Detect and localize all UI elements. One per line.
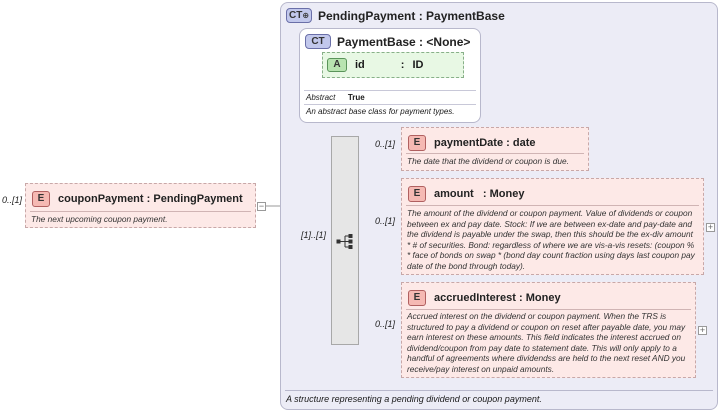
element-name: couponPayment : PendingPayment [58, 193, 243, 205]
attribute-type: ID [412, 59, 424, 71]
abstract-separator [304, 104, 476, 105]
element-name: paymentDate : date [434, 137, 536, 149]
element-name-text: couponPayment [58, 193, 144, 205]
base-type-separator [304, 90, 476, 91]
element-badge: E [408, 186, 426, 202]
element-separator [406, 309, 691, 310]
element-description: The date that the dividend or coupon is … [407, 156, 569, 166]
abstract-row: Abstract True [306, 93, 365, 102]
accrued-interest-multiplicity: 0..[1] [375, 319, 396, 329]
amount-multiplicity: 0..[1] [375, 216, 396, 226]
base-type-description: An abstract base class for payment types… [306, 107, 455, 116]
attribute-id[interactable]: A id : ID [322, 52, 464, 78]
element-separator [30, 211, 251, 212]
element-badge: E [408, 135, 426, 151]
element-description: Accrued interest on the dividend or coup… [407, 311, 686, 374]
element-type-text: PendingPayment [153, 193, 243, 205]
coupon-payment-element[interactable]: E couponPayment : PendingPayment The nex… [25, 183, 256, 228]
element-description: The next upcoming coupon payment. [31, 214, 168, 224]
element-badge: E [32, 191, 50, 207]
element-name: accruedInterest : Money [434, 292, 561, 304]
sequence-icon [336, 234, 353, 249]
base-type-title: PaymentBase : <None> [337, 34, 471, 49]
accrued-interest-expand-toggle[interactable]: + [698, 325, 707, 335]
root-multiplicity: 0..[1] [2, 195, 23, 205]
amount-expand-toggle[interactable]: + [706, 222, 715, 232]
sequence-multiplicity: [1]..[1] [301, 230, 327, 240]
attribute-name: id [355, 59, 365, 71]
accrued-interest-element[interactable]: E accruedInterest : Money Accrued intere… [401, 282, 696, 378]
payment-date-element[interactable]: E paymentDate : date The date that the d… [401, 127, 589, 171]
sequence-compositor[interactable] [331, 136, 359, 345]
complex-type-badge: CT⊕ [286, 8, 312, 23]
collapse-toggle[interactable]: − [257, 201, 266, 211]
element-description: The amount of the dividend or coupon pay… [407, 208, 695, 271]
complex-type-title: PendingPayment : PaymentBase [318, 8, 505, 23]
amount-element[interactable]: E amount : Money The amount of the divid… [401, 178, 704, 275]
base-type-badge: CT [305, 34, 331, 49]
payment-date-multiplicity: 0..[1] [375, 139, 396, 149]
element-name: amount : Money [434, 188, 525, 200]
element-separator [406, 153, 584, 154]
element-separator [406, 205, 699, 206]
complex-type-description: A structure representing a pending divid… [286, 394, 542, 404]
element-badge: E [408, 290, 426, 306]
complex-type-separator [285, 390, 713, 391]
attribute-badge: A [327, 58, 347, 72]
